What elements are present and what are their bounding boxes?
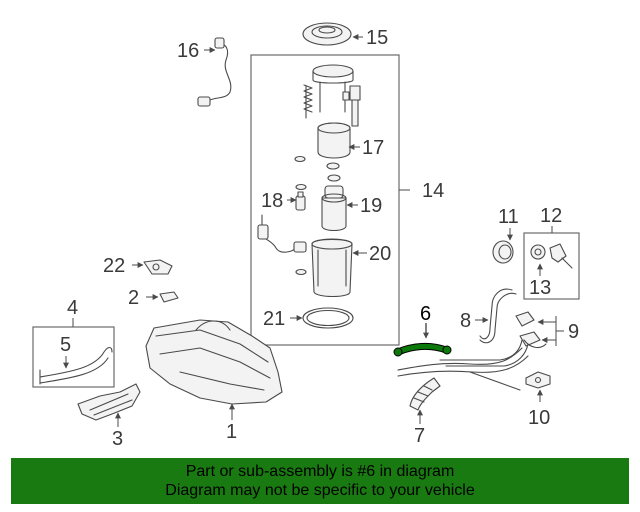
part-clip[interactable]: [143, 259, 173, 275]
part-highlighted-hose[interactable]: [393, 342, 452, 357]
pump-assembly-box: [250, 54, 400, 346]
strap-box: [32, 326, 115, 388]
callout-6[interactable]: 6: [420, 303, 431, 325]
banner-line-1: Part or sub-assembly is #6 in diagram: [185, 463, 455, 480]
part-lock-ring[interactable]: [302, 22, 352, 46]
part-tank-straps[interactable]: [39, 346, 113, 385]
part-sender-wire[interactable]: [197, 37, 232, 107]
callout-22[interactable]: 22: [103, 255, 125, 277]
info-banner: Part or sub-assembly is #6 in diagram Di…: [11, 458, 629, 504]
callout-1[interactable]: 1: [226, 421, 237, 443]
callout-11[interactable]: 11: [498, 206, 519, 228]
callout-7[interactable]: 7: [414, 425, 425, 447]
part-breather-pipe[interactable]: [479, 288, 517, 344]
part-grommet[interactable]: [492, 240, 514, 264]
part-gasket[interactable]: [302, 307, 354, 329]
callout-14[interactable]: 14: [422, 180, 444, 202]
part-filler-hose[interactable]: [409, 377, 441, 411]
callout-10[interactable]: 10: [528, 407, 550, 429]
part-fuel-pump[interactable]: [321, 185, 347, 232]
part-fuel-filter[interactable]: [294, 122, 351, 191]
banner-line-2: Diagram may not be specific to your vehi…: [165, 482, 475, 499]
callout-9[interactable]: 9: [568, 321, 579, 343]
callout-15[interactable]: 15: [366, 27, 388, 49]
part-pressure-regulator[interactable]: [295, 191, 306, 211]
callout-4[interactable]: 4: [67, 297, 78, 319]
callout-8[interactable]: 8: [460, 310, 471, 332]
part-protector[interactable]: [159, 291, 179, 303]
callout-19[interactable]: 19: [360, 195, 382, 217]
part-heat-shield[interactable]: [77, 383, 141, 421]
callout-5[interactable]: 5: [60, 334, 71, 356]
callout-2[interactable]: 2: [128, 287, 139, 309]
part-fuel-sub-tank[interactable]: [257, 214, 353, 298]
part-pump-bracket[interactable]: [303, 64, 361, 127]
callout-18[interactable]: 18: [261, 190, 283, 212]
part-hose-clamps[interactable]: [515, 311, 547, 349]
callout-17[interactable]: 17: [362, 137, 384, 159]
callout-16[interactable]: 16: [177, 40, 199, 62]
part-fuel-lines[interactable]: [397, 339, 529, 391]
callout-20[interactable]: 20: [369, 243, 391, 265]
part-fuel-tank[interactable]: [145, 319, 283, 405]
callout-13[interactable]: 13: [529, 277, 551, 299]
callout-3[interactable]: 3: [112, 428, 123, 450]
callout-12[interactable]: 12: [540, 205, 562, 227]
part-pipe-bracket[interactable]: [525, 371, 551, 389]
callout-21[interactable]: 21: [263, 308, 285, 330]
part-fuel-cap[interactable]: [530, 243, 573, 269]
